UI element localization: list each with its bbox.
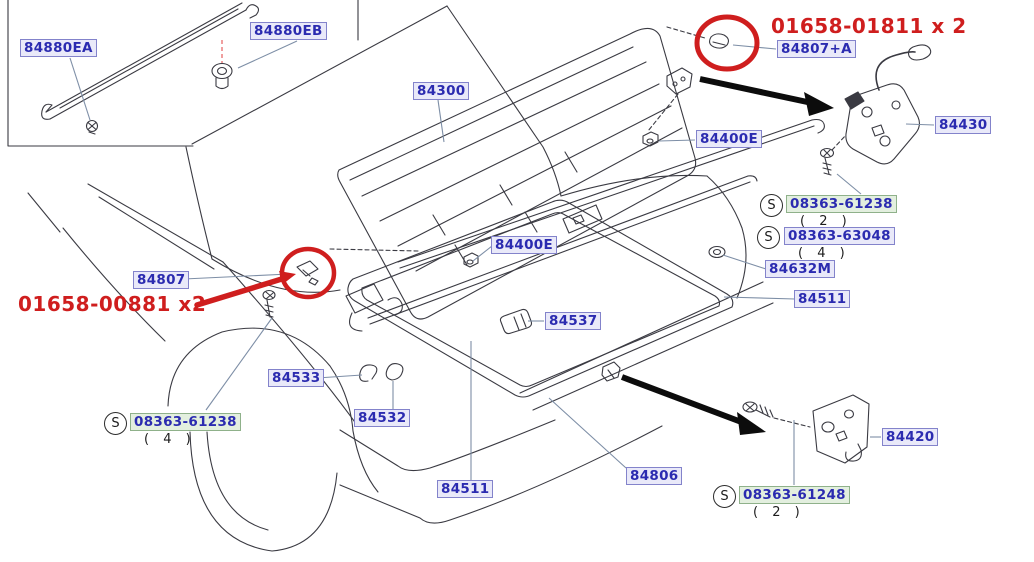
moulding-screw-icon [85,119,99,135]
s-symbol-f2: S [757,226,780,249]
part-label-84533[interactable]: 84533 [268,369,325,387]
part-label-84806[interactable]: 84806 [626,467,683,485]
fastener-qty-f1: ( 2 ) [800,214,852,229]
clip-84537-icon [499,308,533,335]
weatherstrip-icon [347,199,734,398]
clip-84807A-icon [708,33,730,49]
fastener-qty-f3: ( 4 ) [144,432,196,447]
part-label-84632M[interactable]: 84632M [765,260,836,278]
red-circle-top-icon [694,14,760,72]
part-label-84511-bottom[interactable]: 84511 [437,480,494,498]
part-label-84400E-mid[interactable]: 84400E [491,236,557,254]
fastener-label-08363-61248[interactable]: 08363-61248 [739,486,850,504]
fastener-qty-f4: ( 2 ) [753,505,805,520]
red-arrow-icon [194,275,288,308]
hidden-line-dashes [329,26,847,428]
leader-lines [69,40,935,485]
black-arrow-upper-icon [699,76,813,106]
grommet-84632M-icon [708,245,726,259]
bolt-left-icon [262,289,276,318]
fastener-label-08363-61238-2[interactable]: 08363-61238 [786,195,897,213]
hinge-pivot-icon [666,67,693,95]
part-label-84400E-top[interactable]: 84400E [696,130,762,148]
part-label-84807A[interactable]: 84807+A [777,40,856,58]
red-annotations [194,14,760,308]
latch-bolt-icon [819,147,835,176]
black-arrows [620,76,834,435]
moulding-grommet-icon [211,62,233,90]
fastener-qty-f2: ( 4 ) [798,246,850,261]
nut-84400E-mid-icon [463,252,479,268]
trunk-lid-icon [337,27,697,320]
part-label-84532[interactable]: 84532 [354,409,411,427]
nut-84400E-top-icon [642,131,659,147]
part-label-84537[interactable]: 84537 [545,312,602,330]
part-label-84880EB[interactable]: 84880EB [250,22,327,40]
fastener-label-08363-61238-4[interactable]: 08363-61238 [130,413,241,431]
fastener-label-08363-63048[interactable]: 08363-63048 [784,227,895,245]
part-label-84420[interactable]: 84420 [882,428,939,446]
black-arrow-lower-icon [620,374,746,426]
striker-bolt-icon [742,401,774,418]
red-note-left: 01658-00881 x2 [18,292,207,316]
torsion-rod-icon [345,118,825,332]
s-symbol-f1: S [760,194,783,217]
clip-84807-icon [296,260,319,286]
black-arrow-upper-head [804,92,834,116]
s-symbol-f3: S [104,412,127,435]
part-label-84807[interactable]: 84807 [133,271,190,289]
part-label-84511-right[interactable]: 84511 [794,290,851,308]
trunk-latch-icon [844,44,932,165]
red-arrowhead-icon [279,271,296,284]
part-label-84300[interactable]: 84300 [413,82,470,100]
red-note-top: 01658-01811 x 2 [771,14,967,38]
rear-panel-clip-icon [601,361,621,382]
striker-icon [812,394,870,464]
inset-box [7,0,359,147]
s-symbol-f4: S [713,485,736,508]
clip-84532-icon [385,363,404,381]
moulding-strip-icon [41,2,260,120]
part-label-84430[interactable]: 84430 [935,116,992,134]
black-arrow-lower-head [737,412,766,435]
hook-84533-icon [359,364,378,382]
part-label-84880EA[interactable]: 84880EA [20,39,97,57]
